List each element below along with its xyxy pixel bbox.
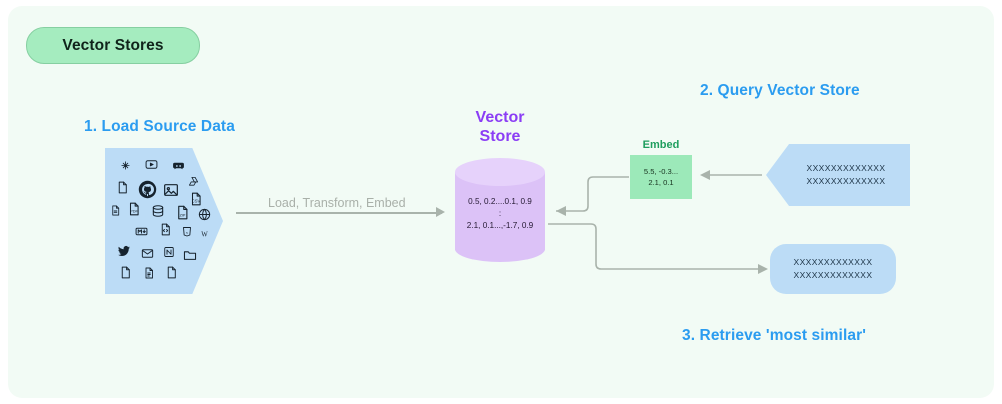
email-icon [141, 247, 154, 260]
step-2-heading: 2. Query Vector Store [700, 82, 860, 99]
wikipedia-icon: W [199, 228, 210, 239]
retrieve-line-1: XXXXXXXXXXXXX [793, 257, 873, 267]
pipeline-arrow-line [236, 212, 442, 214]
retrieve-line-2: XXXXXXXXXXXXX [793, 270, 873, 280]
code-file-icon [159, 223, 172, 236]
cylinder-top [455, 158, 545, 186]
document-icon [119, 266, 132, 279]
twitter-icon [117, 244, 131, 258]
query-line-2: XXXXXXXXXXXXX [806, 176, 886, 186]
svg-text:5: 5 [186, 231, 188, 235]
embed-vector-box: 5.5, -0.3... 2.1, 0.1 [630, 155, 692, 199]
vector-store-heading-line2: Store [479, 128, 521, 145]
embed-vector-line-2: 2.1, 0.1 [648, 178, 674, 187]
svg-text:W: W [201, 231, 208, 238]
query-input-text: XXXXXXXXXXXXX XXXXXXXXXXXXX [791, 162, 886, 188]
query-input-shape: XXXXXXXXXXXXX XXXXXXXXXXXXX [766, 144, 910, 206]
vector-store-heading: Vector Store [448, 108, 552, 146]
cylinder-vector-ellipsis: : [498, 209, 502, 218]
embed-vector-text: 5.5, -0.3... 2.1, 0.1 [644, 166, 678, 188]
discord-icon [172, 159, 185, 172]
youtube-icon [145, 158, 158, 171]
github-icon [138, 180, 157, 199]
slack-icon [120, 160, 131, 171]
svg-text:CSV: CSV [192, 199, 201, 204]
vector-store-heading-line1: Vector [475, 109, 525, 126]
archive-icon: ZIP [175, 205, 190, 220]
file-blank-icon [116, 181, 129, 194]
embed-vector-line-1: 5.5, -0.3... [643, 167, 679, 176]
svg-text:ZIP: ZIP [180, 213, 186, 217]
markdown-icon [135, 225, 148, 238]
pipeline-arrow-head [436, 207, 445, 217]
pipeline-arrow-label: Load, Transform, Embed [268, 196, 406, 210]
image-file-icon [163, 182, 179, 198]
file-small-icon [110, 205, 121, 216]
html5-icon: 5 [181, 226, 193, 238]
embed-label: Embed [642, 139, 680, 151]
google-drive-icon [188, 176, 199, 187]
csv-file-icon: CSV [189, 192, 203, 206]
step-1-heading: 1. Load Source Data [84, 118, 235, 135]
title-pill-label: Vector Stores [62, 36, 164, 54]
retrieve-result-text: XXXXXXXXXXXXX XXXXXXXXXXXXX [794, 256, 873, 282]
pdf-file-icon: PDF [127, 202, 141, 216]
text-file-icon [143, 267, 155, 279]
retrieve-result-shape: XXXXXXXXXXXXX XXXXXXXXXXXXX [770, 244, 896, 294]
notion-icon [163, 246, 175, 258]
folder-icon [183, 248, 197, 262]
cylinder-vector-line-2: 2.1, 0.1...,-1.7, 0.9 [466, 221, 534, 230]
cylinder-contents: 0.5, 0.2....0.1, 0.9 : 2.1, 0.1...,-1.7,… [455, 196, 545, 232]
source-icon-cluster: CSV PDF ZIP 5 W [105, 148, 223, 294]
svg-text:PDF: PDF [130, 210, 138, 214]
vector-stores-title-pill: Vector Stores [26, 27, 200, 64]
cylinder-vector-line-1: 0.5, 0.2....0.1, 0.9 [468, 197, 532, 206]
database-icon [151, 204, 165, 218]
globe-icon [198, 208, 211, 221]
page-icon [165, 266, 178, 279]
step-3-heading: 3. Retrieve 'most similar' [682, 327, 866, 344]
query-line-1: XXXXXXXXXXXXX [806, 163, 886, 173]
